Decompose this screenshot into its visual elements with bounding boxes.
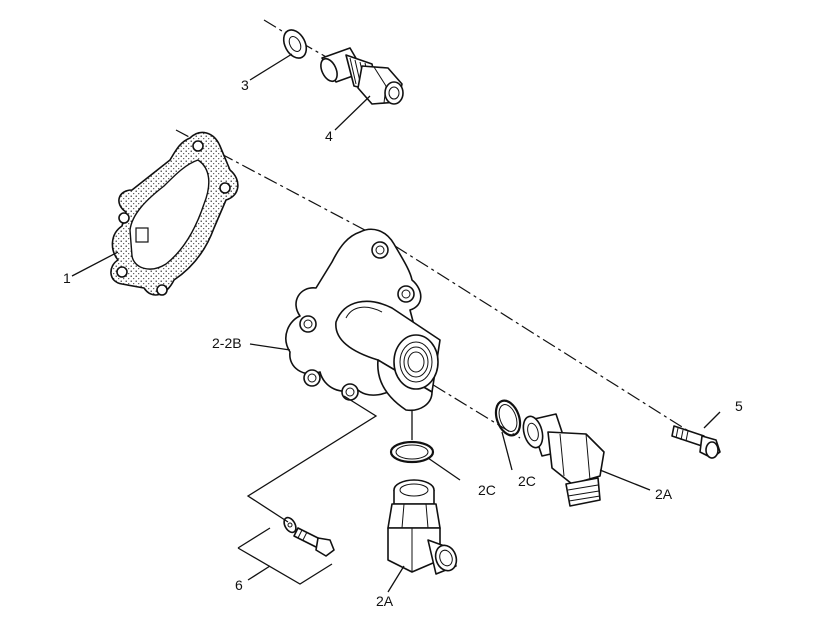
washer-part-3	[282, 29, 308, 59]
leader-lines	[71, 53, 721, 593]
callout-2a-bottom: 2A	[376, 593, 394, 609]
callout-3: 3	[241, 77, 249, 93]
gasket-part-1	[110, 131, 239, 296]
bolt-part-5	[671, 425, 721, 459]
callout-6: 6	[235, 577, 243, 593]
o-ring-part-2c-bottom	[389, 440, 435, 464]
elbow-fitting-part-2a-bottom	[387, 479, 458, 575]
callout-2-2b: 2-2B	[212, 335, 242, 351]
o-ring-part-2c-right	[494, 399, 522, 437]
callout-2c-right: 2C	[518, 473, 536, 489]
elbow-fitting-part-2a-right	[522, 413, 605, 507]
bolt-washer-part-6	[283, 516, 335, 557]
callout-5: 5	[735, 398, 743, 414]
callout-2c-left: 2C	[478, 482, 496, 498]
callout-labels: 3 4 1 2-2B 5 2C 2C 2A 6 2A	[63, 77, 743, 609]
callout-4: 4	[325, 128, 333, 144]
valve-part-4	[320, 47, 404, 105]
callout-2a-right: 2A	[655, 486, 673, 502]
callout-1: 1	[63, 270, 71, 286]
elbow-housing-part-2-2b	[285, 228, 441, 412]
